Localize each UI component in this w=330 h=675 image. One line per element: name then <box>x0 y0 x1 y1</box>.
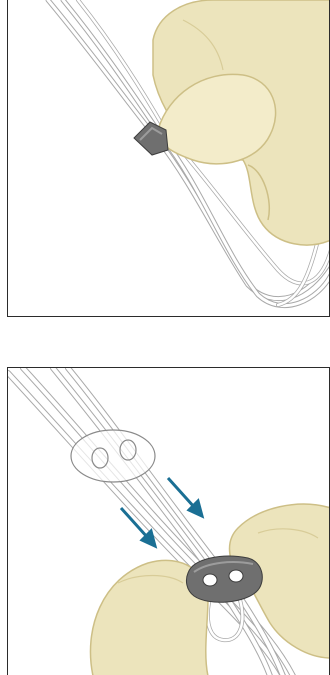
hand-fingers <box>153 0 330 245</box>
ghost-device <box>71 430 155 482</box>
step-1-illustration <box>8 0 330 317</box>
step-2-illustration <box>8 368 330 675</box>
illustration-panel-step-2 <box>7 367 330 675</box>
illustration-panel-step-1 <box>7 0 330 317</box>
cord-lock-device <box>186 556 262 602</box>
